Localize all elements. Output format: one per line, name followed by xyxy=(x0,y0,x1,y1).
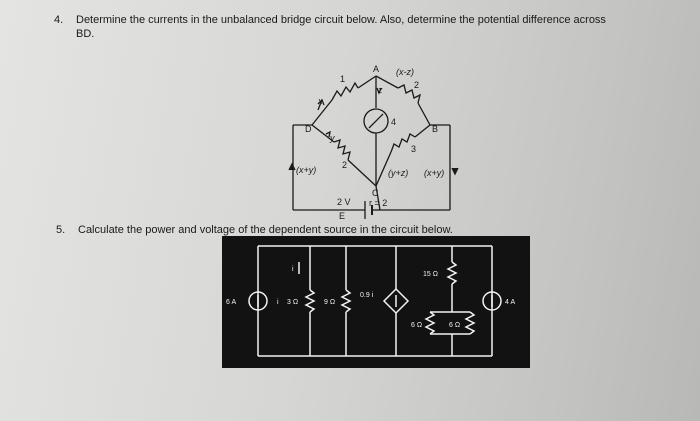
wire-r2-to-b xyxy=(417,102,431,126)
node-c-label: C xyxy=(372,188,379,198)
label-x-plus-y-right: (x+y) xyxy=(424,168,444,178)
wire-c xyxy=(375,185,381,211)
label-x: x xyxy=(317,96,323,106)
battery-voltage: 2 V xyxy=(337,197,351,207)
current-ix-label: i xyxy=(277,299,279,306)
bridge-labels: A B C D x z y (x-z) (x+y) (y+z) (x+y) 1 … xyxy=(296,64,444,221)
arrow-x-shaft xyxy=(317,99,323,111)
resistor-6-ohm-a xyxy=(424,311,436,335)
node-b-label: B xyxy=(432,124,438,134)
arrow-left-up xyxy=(288,162,296,171)
resistor-6-ohm-b-label: 6 Ω xyxy=(449,322,460,329)
resistor-9-ohm xyxy=(340,289,352,313)
resistor-2 xyxy=(397,84,421,104)
question-4-number: 4. xyxy=(54,14,64,26)
wire-a-to-r2 xyxy=(375,75,399,89)
current-i-label: i xyxy=(292,266,294,273)
dependent-source-label: 0.9 i xyxy=(360,292,374,299)
wire-b-to-r3 xyxy=(414,124,431,138)
resistor-6-ohm-a-label: 6 Ω xyxy=(411,322,422,329)
source-4a-label: 4 A xyxy=(505,299,515,306)
resistor-1 xyxy=(331,81,359,101)
wire-r1-to-d xyxy=(311,99,333,126)
question-5-number: 5. xyxy=(56,224,66,236)
arrow-y xyxy=(325,130,331,138)
resistor-3 xyxy=(390,133,416,153)
source-6a-label: 6 A xyxy=(226,299,236,306)
resistor-1-value: 1 xyxy=(340,74,345,84)
battery-resistance: r = 2 xyxy=(369,198,387,208)
question-4-text: Determine the currents in the unbalanced… xyxy=(76,14,606,26)
label-y: y xyxy=(329,133,335,143)
resistor-dc xyxy=(333,139,351,161)
bridge-circuit xyxy=(288,75,459,219)
wire-r3-to-c xyxy=(375,151,392,187)
resistor-9-ohm-label: 9 Ω xyxy=(324,299,335,306)
battery-emf-label: E xyxy=(339,211,345,221)
arrow-right-down xyxy=(451,167,459,176)
wire-a-to-r1 xyxy=(357,75,377,89)
label-x-minus-z: (x-z) xyxy=(396,67,414,77)
question-5-text: Calculate the power and voltage of the d… xyxy=(78,224,453,236)
wire-r-to-c xyxy=(347,159,377,187)
node-a-label: A xyxy=(373,64,379,74)
label-z: z xyxy=(377,85,383,95)
circuit2-labels: 6 A 4 A 3 Ω 9 Ω 15 Ω 6 Ω 6 Ω 0.9 i i i xyxy=(226,266,515,329)
resistor-6-ohm-b xyxy=(464,311,476,335)
wire-d-to-r xyxy=(311,124,335,143)
resistor-15-ohm xyxy=(446,261,458,285)
node-d-label: D xyxy=(305,124,312,134)
resistor-4-value: 4 xyxy=(391,117,396,127)
arrow-z xyxy=(376,87,382,95)
galvanometer-needle xyxy=(368,113,384,129)
resistor-dc-value: 2 xyxy=(342,160,347,170)
resistor-3-value: 3 xyxy=(411,144,416,154)
resistor-2-value: 2 xyxy=(414,80,419,90)
resistor-3-ohm-label: 3 Ω xyxy=(287,299,298,306)
question-4-text-continued: BD. xyxy=(76,28,95,40)
resistor-15-ohm-label: 15 Ω xyxy=(423,271,438,278)
label-x-plus-y-left: (x+y) xyxy=(296,165,316,175)
label-y-plus-z: (y+z) xyxy=(388,168,408,178)
resistor-3-ohm xyxy=(304,289,316,313)
